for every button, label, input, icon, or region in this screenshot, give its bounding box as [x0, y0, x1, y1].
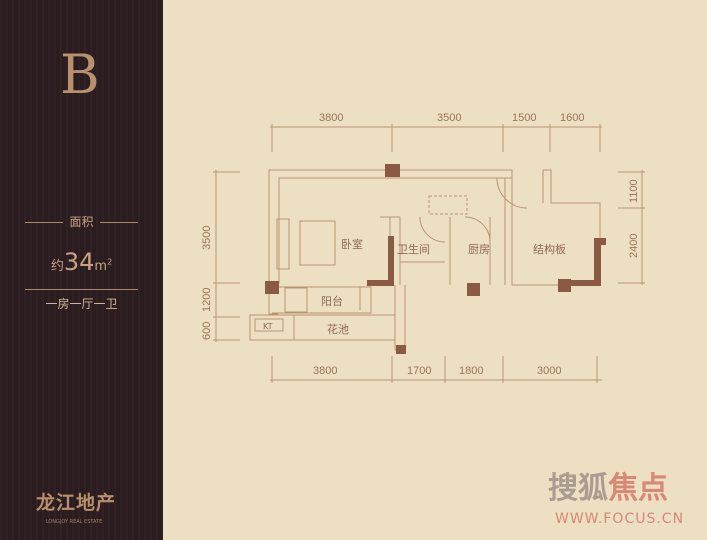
- room-kitchen: 厨房: [468, 243, 490, 256]
- area-value: 约34m2: [0, 250, 163, 274]
- top-dim-3: 1500: [512, 112, 536, 124]
- room-balcony: 阳台: [321, 294, 343, 308]
- watermark-text: 搜狐: [548, 471, 608, 506]
- area-label: 面积: [69, 215, 94, 229]
- left-dim-1: 3500: [201, 226, 213, 250]
- divider: [25, 289, 138, 290]
- left-dim-3: 600: [201, 322, 213, 340]
- brand-english: LONGJOY REAL ESTATE: [45, 519, 103, 525]
- room-flowerbed: 花池: [327, 323, 349, 336]
- ac-unit: KT: [263, 322, 273, 331]
- area-sup: 2: [107, 257, 113, 267]
- room-bedroom: 卧室: [341, 237, 363, 251]
- bottom-dim-3: 1800: [459, 365, 483, 377]
- room-structure: 结构板: [533, 242, 566, 256]
- bottom-dim-4: 3000: [537, 365, 561, 377]
- area-unit: m: [94, 259, 108, 274]
- divider: [100, 222, 138, 223]
- brand-logo: 龙江地产: [36, 492, 117, 514]
- left-dim-2: 1200: [201, 288, 213, 312]
- watermark-text-red: 焦点: [608, 471, 668, 506]
- top-dim-4: 1600: [560, 112, 584, 124]
- info-panel: B 面积 约34m2 一房一厅一卫 龙江地产 LONGJOY REAL ESTA…: [0, 0, 163, 540]
- watermark-logo: 搜狐焦点: [548, 474, 668, 504]
- right-dim-2: 2400: [628, 234, 640, 258]
- top-dim-2: 3500: [437, 112, 461, 124]
- layout-type: 一房一厅一卫: [45, 297, 118, 311]
- bottom-dim-2: 1700: [407, 365, 431, 377]
- watermark-url: WWW.FOCUS.CN: [555, 511, 685, 527]
- area-prefix: 约: [50, 259, 64, 274]
- top-dim-1: 3800: [319, 112, 343, 124]
- divider: [25, 222, 63, 223]
- area-number: 34: [63, 248, 95, 276]
- right-dim-1: 1100: [628, 179, 640, 203]
- unit-type: B: [60, 43, 100, 106]
- room-bathroom: 卫生间: [397, 242, 430, 256]
- bottom-dim-1: 3800: [313, 365, 337, 377]
